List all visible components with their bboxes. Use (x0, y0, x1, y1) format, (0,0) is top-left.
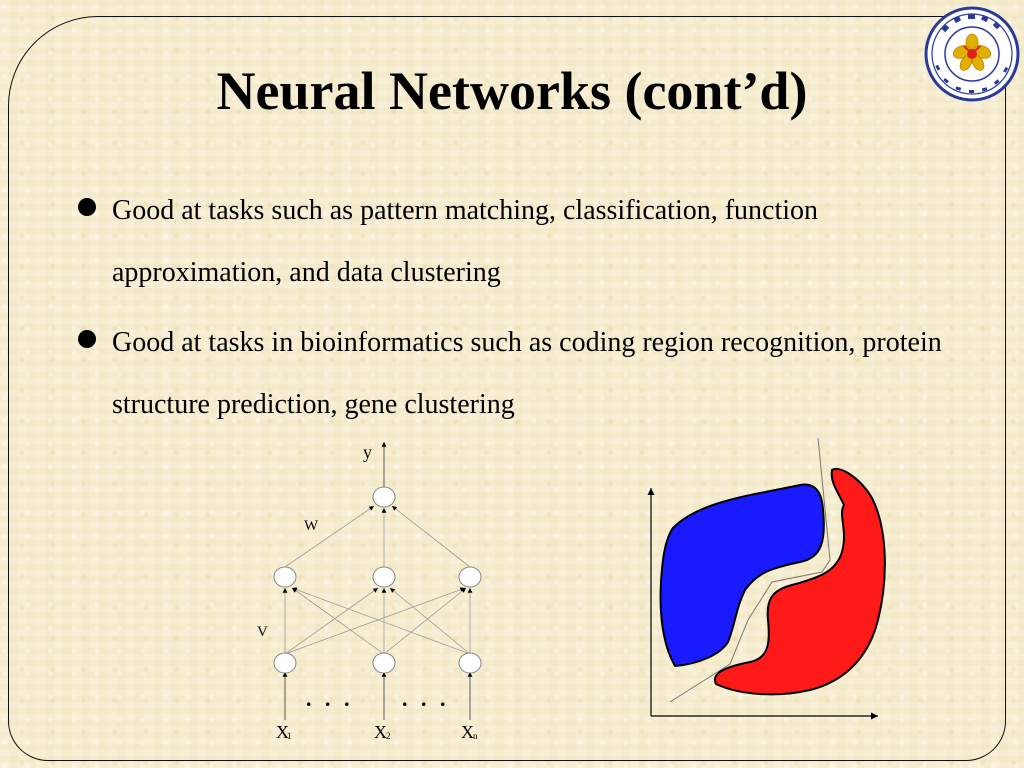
hidden-node (273, 566, 297, 588)
ellipsis-right: . . . (402, 686, 450, 711)
university-seal-icon (924, 6, 1020, 102)
svg-text:X: X (461, 722, 474, 742)
svg-text:X: X (374, 722, 387, 742)
weight-v-label: V (257, 624, 268, 640)
bullet-item: Good at tasks in bioinformatics such as … (72, 312, 952, 436)
ellipsis-left: . . . (306, 686, 354, 711)
bullet-dot-icon (78, 330, 96, 348)
slide-frame (8, 16, 1006, 761)
input-label-x1: X 1 (276, 722, 292, 742)
slide-title: Neural Networks (cont’d) (216, 61, 808, 121)
bullet-dot-icon (78, 198, 96, 216)
output-label: y (363, 442, 372, 462)
bullet-text: Good at tasks such as pattern matching, … (112, 195, 819, 288)
input-label-xn: X n (461, 722, 478, 742)
hidden-node (458, 566, 482, 588)
bullet-text: Good at tasks in bioinformatics such as … (112, 327, 942, 420)
svg-text:2: 2 (386, 731, 391, 741)
weight-w-label: W (304, 518, 319, 534)
bullet-list: Good at tasks such as pattern matching, … (72, 180, 952, 444)
svg-text:n: n (473, 731, 478, 741)
hidden-node (372, 566, 396, 588)
input-node (273, 652, 297, 674)
blue-class-region (659, 483, 825, 668)
svg-text:1: 1 (287, 731, 292, 741)
output-node (372, 486, 396, 508)
bullet-item: Good at tasks such as pattern matching, … (72, 180, 952, 304)
classification-illustration (647, 437, 886, 720)
input-label-x2: X 2 (374, 722, 391, 742)
input-node (458, 652, 482, 674)
red-class-region (713, 467, 886, 696)
input-node (372, 652, 396, 674)
svg-text:X: X (276, 722, 289, 742)
network-nodes (273, 486, 482, 674)
neural-network-diagram (282, 442, 473, 720)
